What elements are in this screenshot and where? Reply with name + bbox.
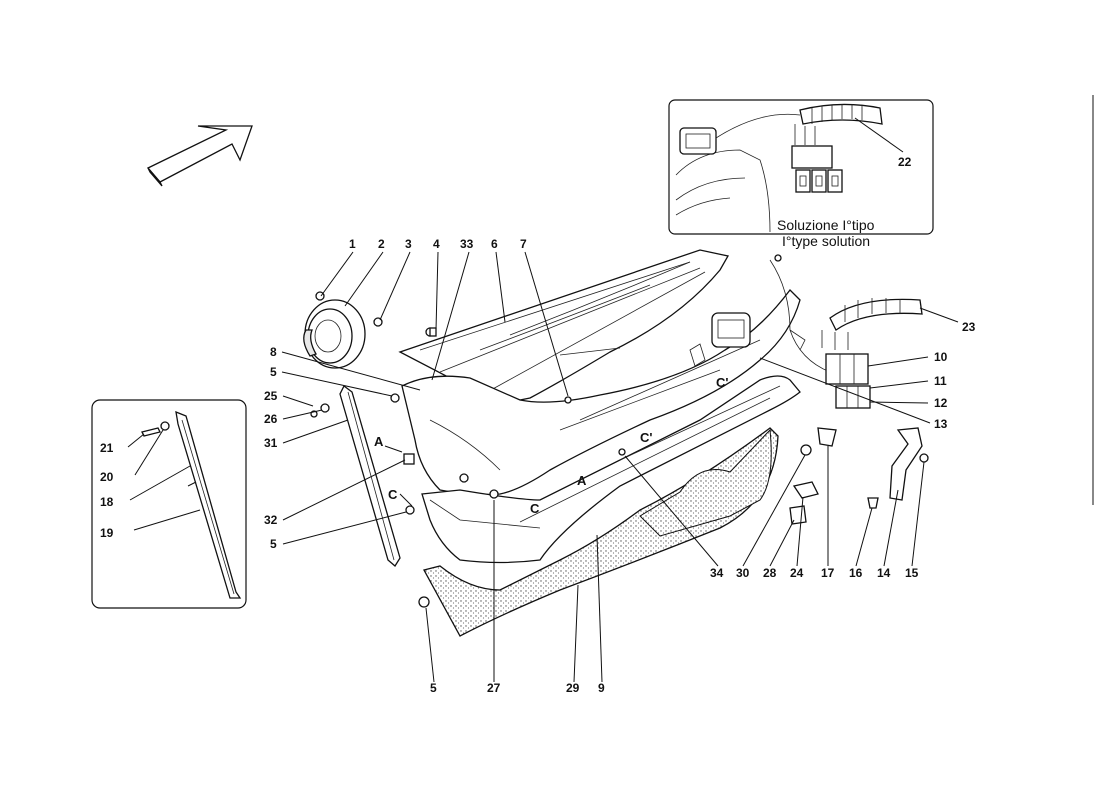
bracket	[867, 427, 929, 509]
callout-24: 24	[790, 566, 804, 580]
callout-4: 4	[433, 237, 440, 251]
inset-caption-line1: Soluzione I°tipo	[777, 217, 875, 233]
callout-14: 14	[877, 566, 891, 580]
leader-lines	[281, 251, 959, 683]
callout-28: 28	[763, 566, 777, 580]
callout-5-upper: 5	[270, 365, 277, 379]
callout-1: 1	[349, 237, 356, 251]
fasteners	[310, 327, 626, 608]
callout-21: 21	[100, 441, 114, 455]
ref-letter-c-prime-mid: C'	[640, 430, 652, 445]
direction-arrow-icon	[146, 125, 253, 187]
ref-letter-a-left: A	[374, 434, 384, 449]
callout-32: 32	[264, 513, 278, 527]
callout-6: 6	[491, 237, 498, 251]
callout-31: 31	[264, 436, 278, 450]
inset-hinge-strip: 21 20 18 19	[91, 399, 247, 609]
inset-caption-line2: I°type solution	[782, 233, 870, 249]
callout-29: 29	[566, 681, 580, 695]
callout-26: 26	[264, 412, 278, 426]
callout-5-lower: 5	[430, 681, 437, 695]
ref-letter-c-prime-right: C'	[716, 375, 728, 390]
callout-12: 12	[934, 396, 948, 410]
callout-13: 13	[934, 417, 948, 431]
callout-30: 30	[736, 566, 750, 580]
callout-10: 10	[934, 350, 948, 364]
callout-25: 25	[264, 389, 278, 403]
callout-16: 16	[849, 566, 863, 580]
ref-letter-c-panel: C	[530, 501, 540, 516]
door-panel-main	[401, 254, 831, 496]
callout-33: 33	[460, 237, 474, 251]
callout-5-middle: 5	[270, 537, 277, 551]
callout-19: 19	[100, 526, 114, 540]
callout-9: 9	[598, 681, 605, 695]
ref-letter-a-panel: A	[577, 473, 587, 488]
wiring-harness	[821, 298, 923, 409]
callout-20: 20	[100, 470, 114, 484]
ref-letter-c-left: C	[388, 487, 398, 502]
hinge-strip	[339, 385, 401, 567]
inset-first-type-solution: 22 Soluzione I°tipo I°type solution	[668, 99, 934, 249]
small-clips	[789, 427, 837, 525]
callout-18: 18	[100, 495, 114, 509]
callout-17: 17	[821, 566, 835, 580]
speaker-icon	[303, 291, 383, 369]
door-pocket-panel	[421, 375, 801, 564]
callout-7: 7	[520, 237, 527, 251]
callout-11: 11	[934, 374, 947, 388]
callout-23: 23	[962, 320, 976, 334]
callout-8: 8	[270, 345, 277, 359]
callout-2: 2	[378, 237, 385, 251]
callout-27: 27	[487, 681, 501, 695]
callout-3: 3	[405, 237, 412, 251]
callout-15: 15	[905, 566, 919, 580]
callout-22: 22	[898, 155, 912, 169]
upper-trim-panel	[398, 249, 730, 405]
carpet-insert	[423, 427, 779, 637]
callout-34: 34	[710, 566, 724, 580]
